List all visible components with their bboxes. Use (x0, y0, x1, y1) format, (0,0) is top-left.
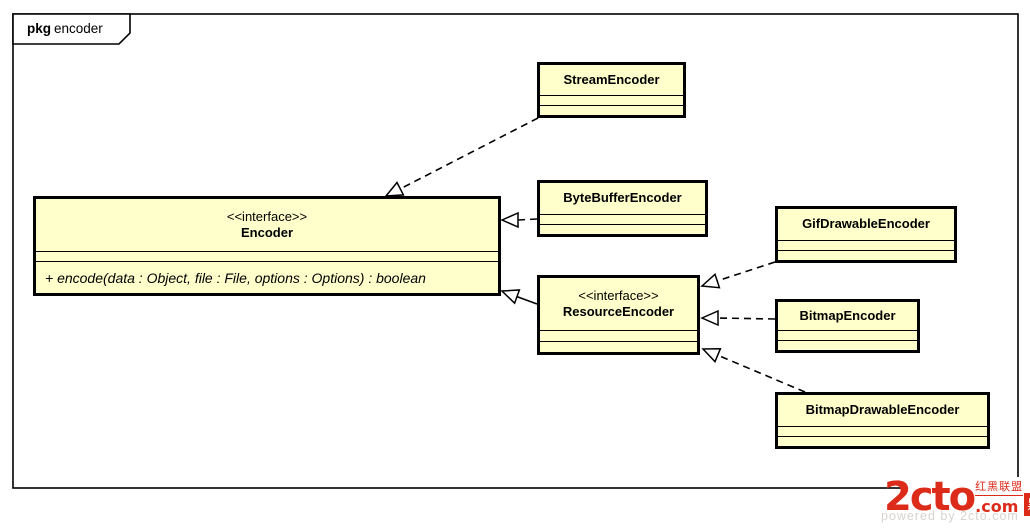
realization-arrow-bitmapencoder-resourceencoder (700, 309, 776, 327)
operations-compartment (540, 341, 697, 352)
class-box-resource-encoder-interface: <<interface>> ResourceEncoder (537, 275, 700, 355)
watermark-2cto-logo: 2cto 红黑联盟 .com 黑 (884, 474, 1030, 520)
operations-compartment (540, 105, 683, 115)
attributes-compartment (36, 251, 498, 261)
watermark-suffix: .com (975, 497, 1019, 516)
watermark-brand: 2cto (884, 474, 976, 520)
attributes-compartment (778, 240, 954, 250)
class-name: Encoder (240, 225, 293, 240)
package-name: encoder (54, 21, 103, 36)
generalization-arrow-resourceencoder-encoder (500, 289, 538, 305)
attributes-compartment (778, 426, 987, 436)
class-name: StreamEncoder (563, 71, 660, 87)
watermark-background (906, 477, 1030, 529)
realization-arrow-streamencoder-encoder (384, 117, 539, 197)
class-stereotype: <<interface>> (226, 208, 308, 224)
package-keyword: pkg (27, 21, 52, 36)
watermark-powered-text: powered by 2cto.com (881, 509, 1019, 523)
class-box-bitmap-drawable-encoder: BitmapDrawableEncoder (775, 392, 990, 449)
attributes-compartment (778, 330, 917, 340)
realization-arrow-gifdrawableencoder-resourceencoder (700, 261, 776, 289)
attributes-compartment (540, 214, 705, 224)
attributes-compartment (540, 330, 697, 341)
watermark-logo-square: 黑 (1024, 493, 1030, 516)
class-box-byte-buffer-encoder: ByteBufferEncoder (537, 180, 708, 237)
class-name: BitmapDrawableEncoder (805, 402, 960, 418)
class-name: BitmapEncoder (799, 307, 896, 323)
class-box-stream-encoder: StreamEncoder (537, 62, 686, 118)
class-name: ResourceEncoder (562, 304, 675, 319)
attributes-compartment (540, 95, 683, 105)
operations-compartment (778, 436, 987, 446)
class-name: GifDrawableEncoder (802, 216, 930, 232)
operations-compartment: + encode(data : Object, file : File, opt… (36, 261, 498, 293)
realization-arrow-bitmapdrawableencoder-resourceencoder (701, 348, 806, 393)
realization-arrow-bytebufferencoder-encoder (500, 211, 538, 229)
class-box-encoder-interface: <<interface>> Encoder + encode(data : Ob… (33, 196, 501, 296)
class-box-bitmap-encoder: BitmapEncoder (775, 299, 920, 353)
class-box-gif-drawable-encoder: GifDrawableEncoder (775, 206, 957, 263)
operations-compartment (778, 250, 954, 260)
class-name: ByteBufferEncoder (563, 190, 682, 206)
operations-compartment (778, 340, 917, 350)
watermark-community-label: 红黑联盟 (975, 481, 1024, 496)
operations-compartment (540, 224, 705, 234)
operation-encode: + encode(data : Object, file : File, opt… (45, 269, 426, 286)
class-stereotype: <<interface>> (578, 287, 659, 303)
